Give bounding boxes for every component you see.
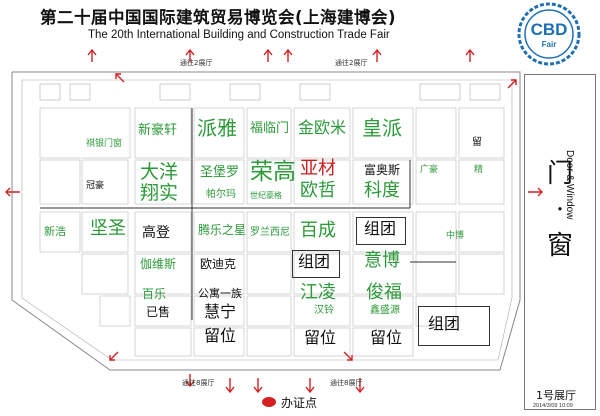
exit-label-top-right: 通往2展厅 xyxy=(335,59,368,67)
booth-liu[interactable]: 留 xyxy=(472,137,482,148)
booth-huangpai[interactable]: 皇派 xyxy=(362,116,402,140)
booth-kedu[interactable]: 科度 xyxy=(364,180,400,201)
logo-text: CBD xyxy=(530,20,568,39)
booth-fulinmen[interactable]: 福临门 xyxy=(250,121,290,136)
zone-title-char-2: 窗 xyxy=(546,231,573,261)
exit-label-bottom-left: 通往8展厅 xyxy=(182,379,215,387)
booth-yacai[interactable]: 亚材 xyxy=(300,158,336,179)
booth-jiaweisi[interactable]: 伽维斯 xyxy=(140,257,177,271)
booth-zutuan-3-frame xyxy=(418,306,490,346)
booth-yibo[interactable]: 意博 xyxy=(364,250,400,271)
booth-shijihaoge[interactable]: 世纪豪格 xyxy=(250,191,282,200)
booth-huining[interactable]: 慧宁 xyxy=(204,302,237,321)
booth-zutuan-2-frame xyxy=(292,250,340,278)
booth-qiyinmenchuang[interactable]: 祺银门窗 xyxy=(86,139,123,149)
booth-guanghao[interactable]: 广豪 xyxy=(420,165,439,175)
cbd-fair-logo: CBD Fair xyxy=(508,2,590,66)
side-panel xyxy=(524,74,596,410)
booth-zutuan-1[interactable]: 组团 xyxy=(364,219,397,238)
booth-zhongbo[interactable]: 中博 xyxy=(446,231,465,241)
booth-yishou[interactable]: 已售 xyxy=(146,305,171,319)
booth-liuwei-1[interactable]: 留位 xyxy=(204,326,237,345)
booth-zutuan-2[interactable]: 组团 xyxy=(298,252,331,271)
booth-xinhaoxuan[interactable]: 新豪轩 xyxy=(138,123,178,138)
page-subtitle: The 20th International Building and Cons… xyxy=(88,29,390,41)
booth-jiansheng[interactable]: 坚圣 xyxy=(90,218,126,239)
office-label: 办证点 xyxy=(281,396,318,410)
booth-gaodeng[interactable]: 高登 xyxy=(142,225,170,241)
exit-label-bottom-right: 通往8展厅 xyxy=(330,379,363,387)
date-stamp: 2014/3/09 10:09 xyxy=(533,403,573,409)
booth-junfu[interactable]: 俊福 xyxy=(366,282,402,303)
booth-zutuan-1-frame xyxy=(356,217,406,245)
booth-jiangling[interactable]: 江凌 xyxy=(300,282,336,303)
booth-dayang[interactable]: 大洋 xyxy=(140,161,179,183)
booth-fuaosi[interactable]: 富奥斯 xyxy=(364,163,401,177)
hall-label: 1号展厅 xyxy=(536,389,576,402)
page-title: 第二十届中国国际建筑贸易博览会(上海建博会) xyxy=(40,8,397,27)
booth-zutuan-3[interactable]: 组团 xyxy=(428,314,461,333)
zone-title-char-1: 门 xyxy=(546,159,573,189)
booth-jinoumi[interactable]: 金欧米 xyxy=(298,118,347,137)
booth-hanling[interactable]: 汉铃 xyxy=(314,305,334,316)
booth-xinshengyuan[interactable]: 鑫盛源 xyxy=(370,305,400,316)
booth-paiya[interactable]: 派雅 xyxy=(197,116,237,140)
booth-liuwei-2[interactable]: 留位 xyxy=(304,328,337,347)
booth-pa-er-ma[interactable]: 帕尔玛 xyxy=(206,189,236,200)
logo-ring-icon xyxy=(517,2,581,66)
booth-lezhixing[interactable]: 腾乐之星 xyxy=(198,223,247,237)
exit-label-top-left: 通往2展厅 xyxy=(180,59,213,67)
booth-guanhao[interactable]: 冠豪 xyxy=(86,181,105,191)
booth-baicheng[interactable]: 百成 xyxy=(300,220,336,241)
logo-subtext: Fair xyxy=(541,40,557,49)
booth-jing[interactable]: 精 xyxy=(474,165,484,175)
booth-liuwei-3[interactable]: 留位 xyxy=(370,328,403,347)
zone-title-en: Door & Window xyxy=(564,150,575,220)
booth-baile[interactable]: 百乐 xyxy=(142,287,167,301)
booth-luolanxini[interactable]: 罗兰西尼 xyxy=(250,227,290,238)
booth-ouzhe[interactable]: 欧哲 xyxy=(300,180,336,201)
zone-title-dot: · xyxy=(555,195,565,225)
booth-gongyu-yizu[interactable]: 公寓一族 xyxy=(198,287,242,300)
booth-xiangshi[interactable]: 翔实 xyxy=(140,182,179,204)
zone-title-cn: 门 · 窗 xyxy=(540,156,580,264)
booth-ronggao[interactable]: 荣高 xyxy=(250,159,296,185)
office-marker-icon[interactable] xyxy=(262,397,276,407)
booth-oudike[interactable]: 欧迪克 xyxy=(200,257,237,271)
booth-shengbaoluo[interactable]: 圣堡罗 xyxy=(200,165,240,180)
booth-xinjiang[interactable]: 新浩 xyxy=(44,225,66,238)
